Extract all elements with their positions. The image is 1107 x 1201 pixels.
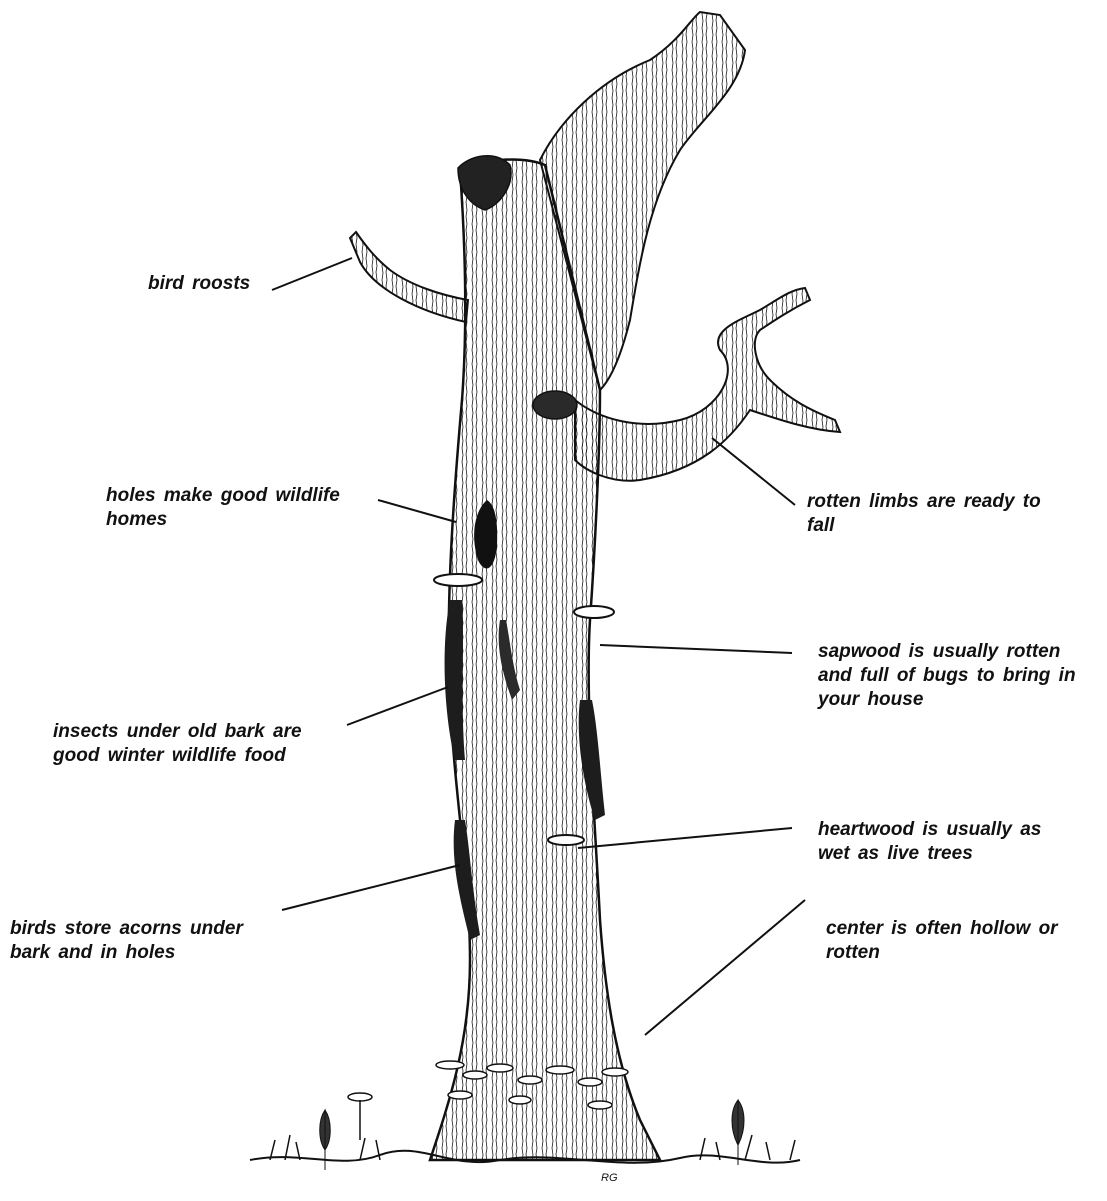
label-line: and full of bugs to bring in bbox=[818, 664, 1076, 688]
leader-bird-roosts bbox=[272, 258, 352, 290]
label-line: heartwood is usually as bbox=[818, 818, 1041, 842]
leader-center bbox=[645, 900, 805, 1035]
label-line: holes make good wildlife bbox=[106, 484, 340, 508]
shelf-fungus bbox=[574, 606, 614, 618]
label-center: center is often hollow or rotten bbox=[826, 917, 1058, 965]
label-insects: insects under old bark are good winter w… bbox=[53, 720, 302, 768]
label-line: rotten limbs are ready to bbox=[807, 490, 1041, 514]
label-line: birds store acorns under bbox=[10, 917, 243, 941]
leader-birds-store bbox=[282, 865, 460, 910]
small-plant bbox=[732, 1100, 744, 1165]
label-line: good winter wildlife food bbox=[53, 744, 302, 768]
label-holes: holes make good wildlife homes bbox=[106, 484, 340, 532]
label-line: bird roosts bbox=[148, 272, 250, 296]
label-line: fall bbox=[807, 514, 1041, 538]
label-birds-store: birds store acorns under bark and in hol… bbox=[10, 917, 243, 965]
label-line: insects under old bark are bbox=[53, 720, 302, 744]
shelf-fungus bbox=[548, 835, 584, 845]
label-line: your house bbox=[818, 688, 1076, 712]
leader-insects bbox=[347, 687, 448, 725]
label-line: rotten bbox=[826, 941, 1058, 965]
label-line: bark and in holes bbox=[10, 941, 243, 965]
leader-heartwood bbox=[578, 828, 792, 848]
shelf-fungus bbox=[434, 574, 482, 586]
label-line: homes bbox=[106, 508, 340, 532]
label-bird-roosts: bird roosts bbox=[148, 272, 250, 296]
left-limb bbox=[350, 232, 468, 322]
leader-holes bbox=[378, 500, 456, 522]
label-rotten-limbs: rotten limbs are ready to fall bbox=[807, 490, 1041, 538]
leader-rotten-limbs bbox=[712, 438, 795, 505]
leader-sapwood bbox=[600, 645, 792, 653]
label-line: center is often hollow or bbox=[826, 917, 1058, 941]
artist-initials: RG bbox=[601, 1172, 618, 1184]
label-line: wet as live trees bbox=[818, 842, 1041, 866]
label-sapwood: sapwood is usually rotten and full of bu… bbox=[818, 640, 1076, 712]
label-line: sapwood is usually rotten bbox=[818, 640, 1076, 664]
label-heartwood: heartwood is usually as wet as live tree… bbox=[818, 818, 1041, 866]
